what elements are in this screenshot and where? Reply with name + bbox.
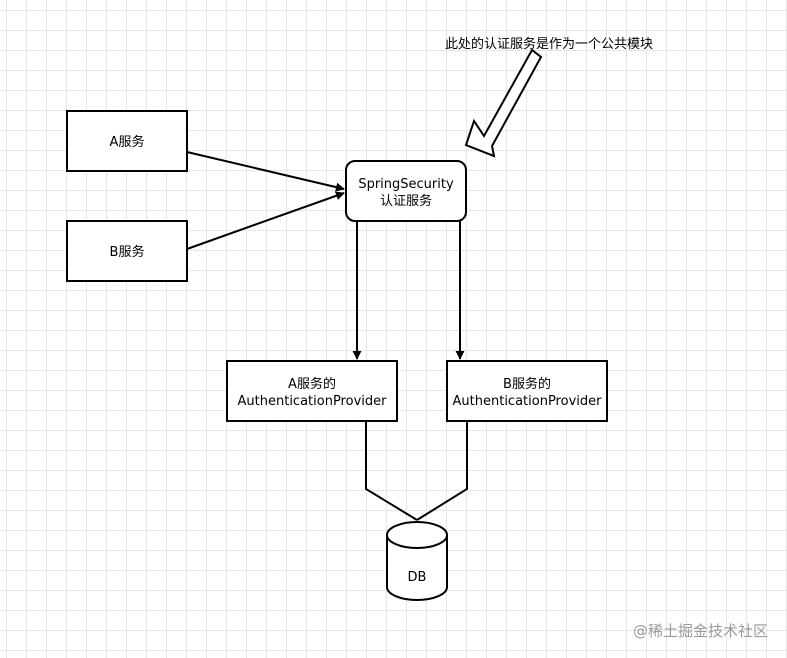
- edge-provider-a-to-db: [365, 421, 418, 521]
- edge-service-a-to-security: [186, 151, 345, 192]
- node-provider-a-line1: A服务的: [288, 376, 336, 392]
- node-service-a[interactable]: A服务: [66, 110, 188, 172]
- watermark-text: @稀土掘金技术社区: [633, 622, 768, 640]
- node-spring-security-line1: SpringSecurity: [358, 177, 454, 192]
- node-service-b-label: B服务: [110, 244, 145, 260]
- node-provider-a-line2: AuthenticationProvider: [238, 394, 388, 409]
- node-database-label: DB: [408, 570, 427, 585]
- node-provider-b-line1: B服务的: [503, 376, 551, 392]
- node-spring-security[interactable]: SpringSecurity 认证服务: [345, 160, 467, 222]
- node-service-b[interactable]: B服务: [66, 220, 188, 282]
- node-service-a-label: A服务: [110, 134, 145, 150]
- node-provider-b[interactable]: B服务的 AuthenticationProvider: [446, 360, 608, 422]
- node-provider-b-line2: AuthenticationProvider: [453, 394, 603, 409]
- annotation-text: 此处的认证服务是作为一个公共模块: [445, 36, 653, 52]
- edge-service-b-to-security: [186, 191, 345, 250]
- node-provider-a[interactable]: A服务的 AuthenticationProvider: [226, 360, 398, 422]
- annotation-arrow: [464, 48, 543, 158]
- node-spring-security-line2: 认证服务: [380, 193, 432, 209]
- node-database[interactable]: DB: [386, 521, 448, 601]
- edge-provider-b-to-db: [416, 421, 468, 521]
